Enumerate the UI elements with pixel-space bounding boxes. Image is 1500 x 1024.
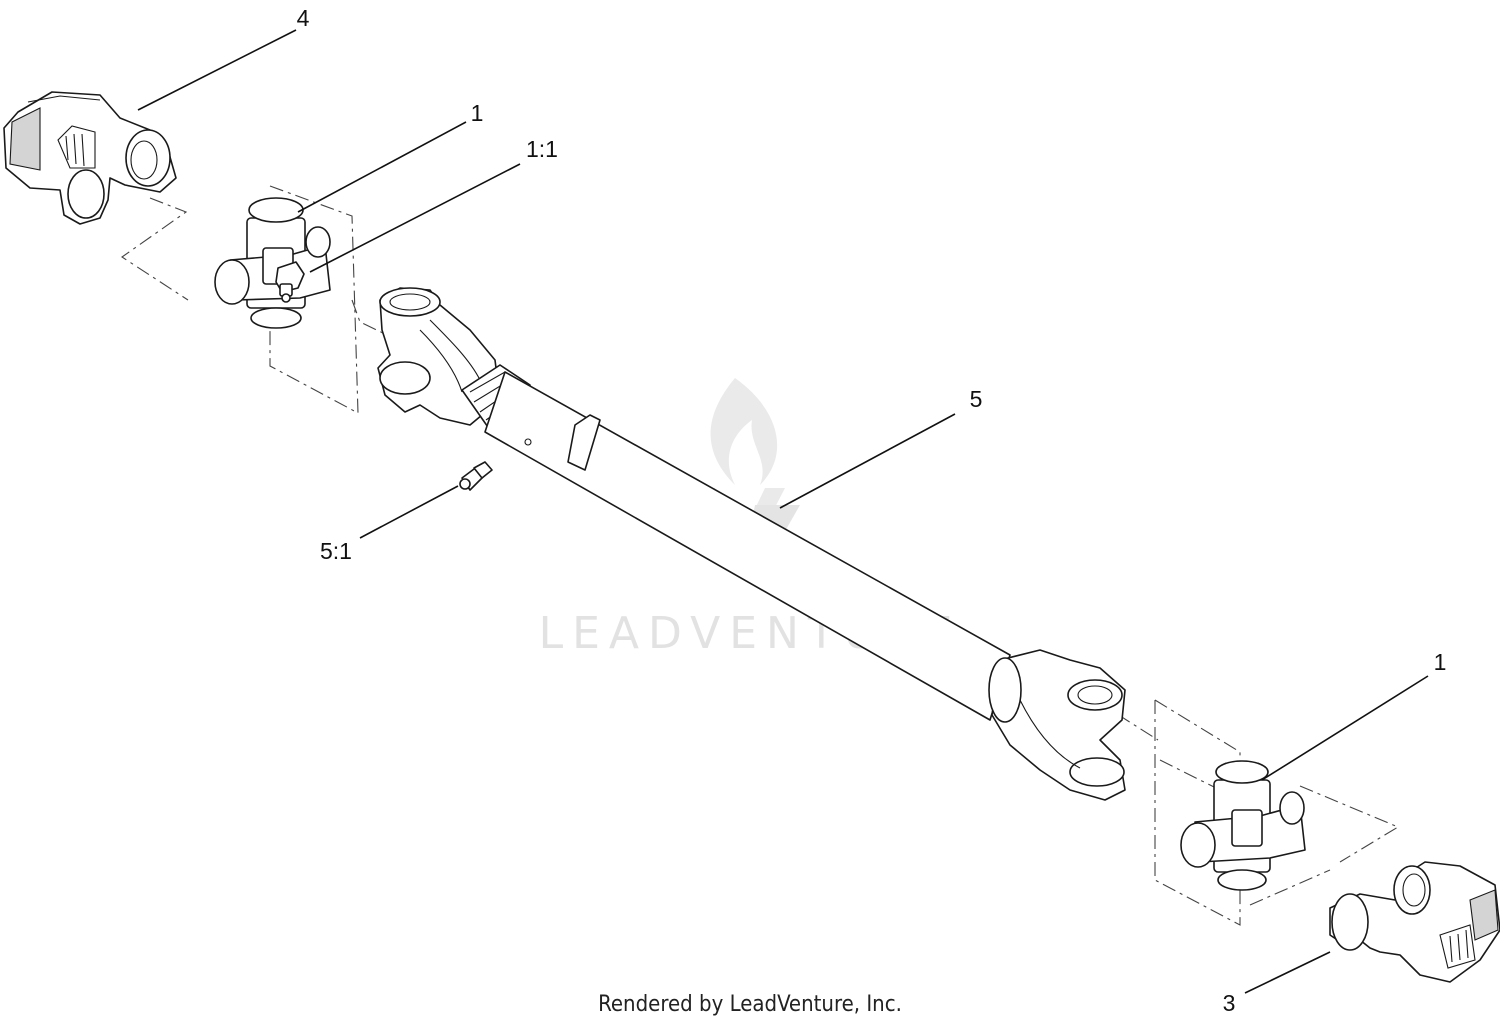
part-1-cross-bottom [1180, 760, 1306, 891]
leader-5-1 [359, 485, 459, 539]
part-5-1-grease-fitting [459, 461, 493, 491]
leader-3 [1244, 951, 1331, 994]
part-1-cross-top [214, 197, 331, 329]
callout-1-bottom: 1 [1434, 649, 1447, 675]
callout-5: 5 [970, 386, 983, 412]
leader-lines [137, 29, 1429, 994]
leader-1-1 [309, 163, 521, 273]
callout-1-top: 1 [471, 100, 484, 126]
leader-5 [779, 413, 956, 509]
part-1-1-grease-fitting [275, 261, 305, 303]
callout-3: 3 [1223, 990, 1236, 1016]
footer-credit: Rendered by LeadVenture, Inc. [598, 992, 902, 1017]
callout-5-1: 5:1 [320, 538, 352, 564]
part-3-yoke [1329, 861, 1500, 983]
leader-1-bottom [1261, 675, 1429, 781]
part-5-drive-shaft [377, 287, 1126, 801]
part-4-yoke [3, 91, 177, 225]
callout-4: 4 [297, 5, 310, 31]
leader-4 [137, 29, 297, 111]
callout-1-1: 1:1 [526, 136, 558, 162]
leader-1-top [297, 121, 467, 213]
callout-labels: 4 1 1:1 5 5:1 1 3 [297, 5, 1447, 1016]
